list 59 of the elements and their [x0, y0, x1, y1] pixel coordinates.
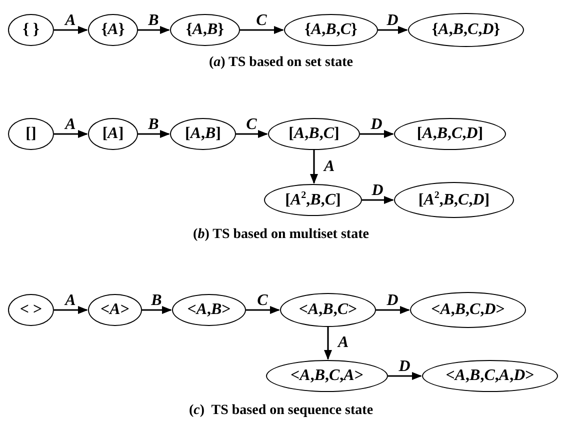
arrow	[138, 130, 170, 138]
arrow	[378, 26, 408, 34]
arrow	[388, 372, 422, 380]
state-ellipse	[88, 118, 138, 150]
state-label: {A,B,C}	[304, 22, 358, 38]
edge-label: D	[370, 117, 382, 133]
state-label: { }	[22, 22, 40, 38]
state-label: {A}	[101, 22, 125, 38]
state-ellipse	[8, 118, 54, 150]
edge-label: B	[148, 117, 159, 133]
arrow	[362, 196, 394, 204]
arrow	[246, 306, 280, 314]
state-label: < >	[20, 302, 42, 318]
arrow	[54, 26, 88, 34]
edge-label: B	[151, 293, 162, 309]
state-label: <A>	[100, 302, 130, 318]
edge-label: C	[257, 293, 268, 309]
arrow	[138, 26, 170, 34]
state-label: <A,B,C,A,D>	[446, 368, 534, 384]
caption: (b) TS based on multiset state	[193, 227, 369, 242]
state-label: <A,B>	[187, 302, 231, 318]
edge-label: D	[372, 183, 384, 199]
edge-label: C	[246, 117, 257, 133]
state-ellipse	[8, 14, 54, 46]
edge-label: D	[386, 293, 398, 309]
edge-label: D	[386, 13, 398, 29]
state-label: {A,B,C,D}	[432, 22, 500, 38]
arrow	[54, 130, 88, 138]
edge-label: D	[398, 359, 410, 375]
state-label: <A,B,C,D>	[431, 302, 505, 318]
state-label: [A$^{2}$,B,C]	[285, 191, 341, 209]
state-ellipse	[88, 14, 138, 46]
state-label: []	[26, 126, 36, 142]
state-label: [A,B,C,D]	[416, 126, 484, 142]
state-label: [A,B]	[185, 126, 221, 142]
state-label: <A,B,C,A>	[290, 368, 364, 384]
arrow	[54, 306, 88, 314]
state-label: [A,B,C]	[288, 126, 340, 142]
arrow	[142, 306, 172, 314]
arrow	[236, 130, 268, 138]
state-label: {A,B}	[186, 22, 224, 38]
edge-label: A	[65, 117, 76, 133]
state-label: [A$^{2}$,B,C,D]	[418, 191, 490, 209]
edge-label: C	[256, 13, 267, 29]
state-ellipse	[8, 294, 54, 326]
state-label: [A]	[102, 126, 124, 142]
caption: (a) TS based on set state	[208, 55, 354, 70]
edge-label: A	[324, 158, 335, 174]
arrow	[376, 306, 410, 314]
edge-label: A	[65, 293, 76, 309]
state-label: <A,B,C>	[298, 302, 358, 318]
state-ellipse	[88, 294, 142, 326]
arrow	[360, 130, 394, 138]
arrow	[310, 150, 318, 184]
edge-label: A	[65, 13, 76, 29]
arrow	[324, 327, 332, 360]
edge-label: A	[338, 335, 349, 351]
arrow	[240, 26, 284, 34]
edge-label: B	[148, 13, 159, 29]
